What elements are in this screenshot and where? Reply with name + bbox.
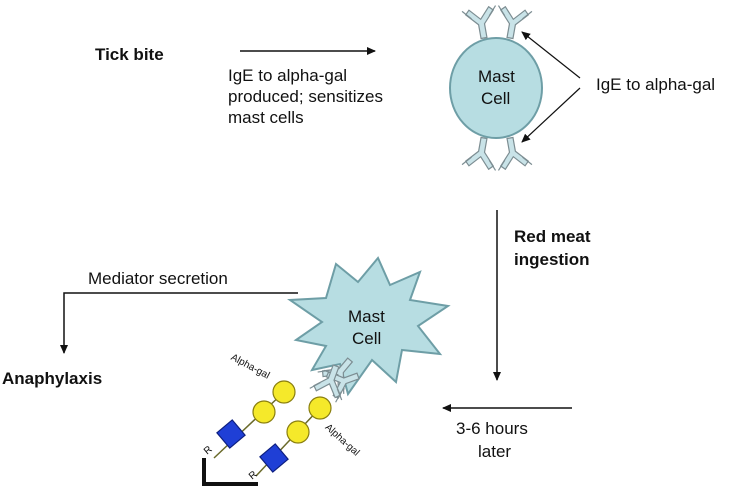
arrow-ige-top	[521, 31, 581, 79]
star-cell-label-line1: Mast	[348, 307, 385, 326]
anaphylaxis-label: Anaphylaxis	[2, 369, 103, 388]
tick-bite-label: Tick bite	[95, 45, 164, 64]
antibody-icon	[461, 134, 502, 172]
membrane-bracket	[202, 458, 258, 486]
red-meat-label-line1: Red meat	[514, 227, 591, 246]
mast-cell-label-line2: Cell	[481, 89, 511, 108]
ige-alpha-gal-label: IgE to alpha-gal	[596, 75, 716, 94]
red-meat-label-line2: ingestion	[514, 250, 590, 269]
ige-produced-line1: IgE to alpha-gal	[228, 66, 348, 85]
ige-produced-line3: mast cells	[228, 108, 304, 127]
arrow-mediator	[60, 292, 298, 354]
star-cell-label-line2: Cell	[352, 329, 382, 348]
sugar-chain-right	[255, 396, 332, 477]
hours-label-line2: later	[478, 442, 512, 461]
mast-cell-label-line1: Mast	[478, 67, 515, 86]
sugar-chain-left	[213, 380, 296, 459]
hours-label-line1: 3-6 hours	[456, 419, 528, 438]
antibody-icon	[492, 134, 533, 172]
mast-cell-star	[287, 256, 451, 403]
arrow-ige-bottom	[521, 87, 581, 143]
antibody-icon	[461, 4, 502, 42]
ige-produced-line2: produced; sensitizes	[228, 87, 383, 106]
mediator-secretion-label: Mediator secretion	[88, 269, 228, 288]
mast-cell-round	[449, 4, 543, 172]
